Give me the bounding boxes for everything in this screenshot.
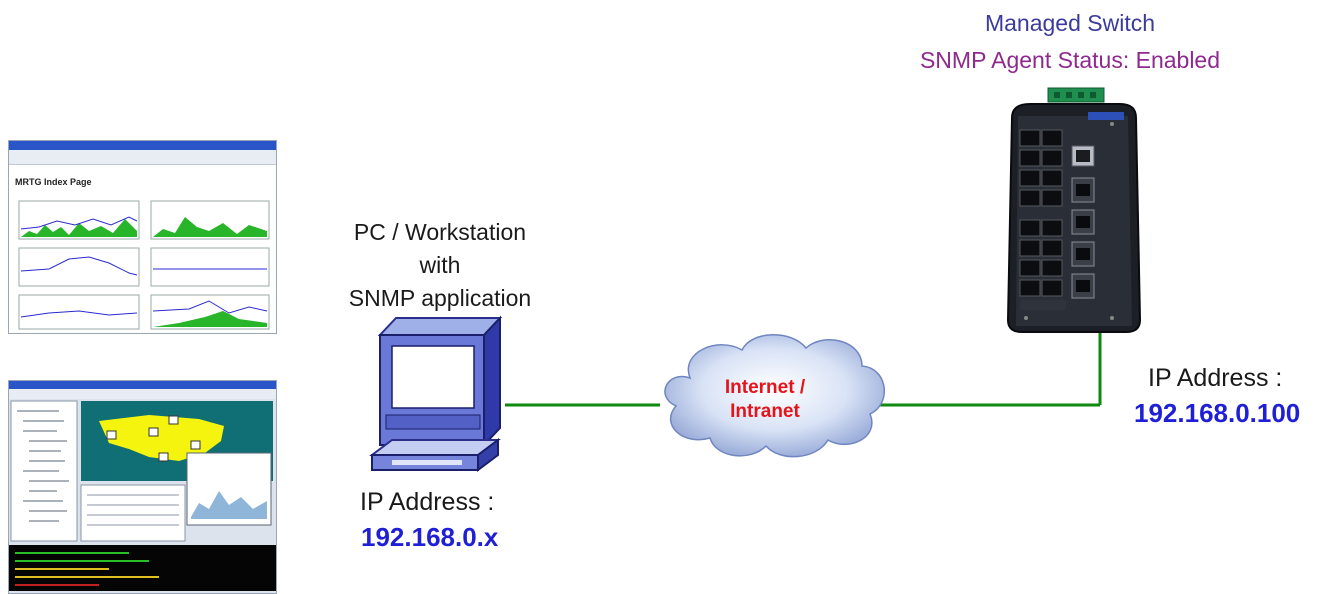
mrtg-page-title: MRTG Index Page: [15, 177, 92, 187]
switch-status: SNMP Agent Status: Enabled: [919, 47, 1221, 73]
nms-window: [9, 381, 276, 591]
mrtg-toolbar: [9, 150, 276, 165]
switch-title: Managed Switch: [984, 10, 1156, 36]
pc-ip-value: 192.168.0.x: [361, 522, 499, 552]
pc-caption-line-3: SNMP application: [348, 284, 532, 311]
switch-ip-label: IP Address :: [1148, 364, 1283, 392]
mrtg-titlebar: [9, 141, 276, 150]
cloud-label-line-1: Internet /: [724, 377, 806, 398]
pc-ip-label: IP Address :: [360, 488, 495, 516]
cloud-label: Internet / Intranet: [700, 376, 830, 424]
pc-caption-line-1: PC / Workstation: [353, 219, 527, 245]
cloud-label-line-2: Intranet: [730, 400, 800, 422]
switch-ip-value: 192.168.0.100: [1134, 398, 1301, 428]
mrtg-graphs: [18, 200, 270, 330]
pc-caption: PC / Workstation with SNMP application: [300, 218, 580, 312]
pc-caption-line-2: with: [419, 251, 461, 278]
nms-screenshot: [8, 380, 277, 594]
mrtg-screenshot: MRTG Index Page: [8, 140, 277, 334]
